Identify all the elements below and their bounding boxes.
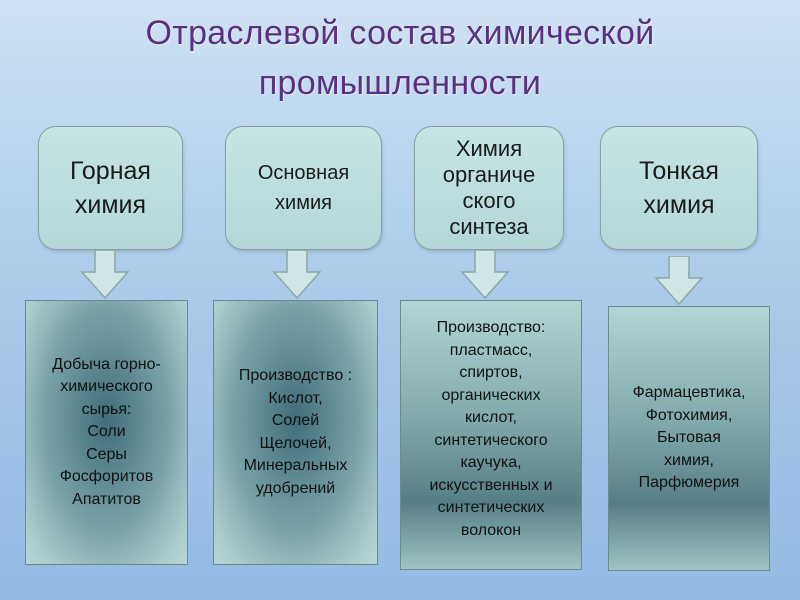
heading-line: химия [74, 191, 147, 219]
heading-line: химия [275, 192, 332, 214]
branch-details-fine-chemistry: Фармацевтика, Фотохимия, Бытовая химия, … [608, 306, 770, 571]
branch-heading-basic-chemistry: Основная химия [225, 126, 382, 250]
heading-line: синтеза [449, 214, 529, 239]
detail-line: волокон [460, 521, 522, 539]
branch-details-organic-synthesis: Производство: пластмасс, спиртов, органи… [400, 300, 582, 570]
detail-line: кислот, [465, 409, 517, 426]
branch-details-mining-chemistry: Добыча горно- химического сырья: Соли Се… [25, 300, 188, 565]
heading-line: Тонкая [639, 157, 719, 185]
branch-details-basic-chemistry: Производство : Кислот, Солей Щелочей, Ми… [213, 300, 378, 565]
detail-line: каучука, [460, 454, 522, 471]
detail-line: Производство : [238, 367, 353, 384]
detail-line: Производство: [436, 319, 546, 336]
detail-line: спиртов, [459, 364, 523, 381]
heading-line: органиче [442, 162, 536, 187]
detail-line: пластмасс, [449, 341, 533, 359]
detail-line: Фотохимия, [645, 406, 733, 424]
down-arrow-icon [80, 250, 130, 300]
heading-line: Основная [257, 162, 350, 184]
title-line-1: Отраслевой состав химической [145, 14, 655, 52]
detail-line: Соли [87, 423, 126, 441]
detail-line: Апатитов [72, 490, 141, 508]
detail-line: Серы [86, 445, 127, 463]
title-line-2: промышленности [258, 64, 542, 102]
slide-title: Отраслевой состав химической промышленно… [0, 8, 800, 108]
detail-line: Фармацевтика, [632, 384, 746, 402]
detail-line: синтетического [434, 431, 548, 449]
detail-line: Добыча горно- [52, 355, 161, 373]
detail-line: органических [441, 386, 541, 404]
detail-line: Щелочей, [259, 434, 332, 452]
detail-line: Минеральных [243, 457, 348, 474]
heading-line: ского [462, 188, 516, 213]
branch-heading-mining-chemistry: Горная химия [38, 126, 183, 250]
detail-line: удобрений [255, 479, 336, 497]
detail-line: искусственных и [429, 476, 553, 494]
detail-line: химия, [664, 451, 714, 469]
branch-heading-organic-synthesis: Химия органиче ского синтеза [414, 126, 564, 250]
branch-heading-fine-chemistry: Тонкая химия [600, 126, 758, 250]
down-arrow-icon [654, 256, 704, 306]
heading-line: Горная [70, 157, 151, 185]
detail-line: Кислот, [268, 389, 323, 407]
detail-line: сырья: [81, 400, 132, 418]
heading-line: химия [643, 191, 715, 219]
detail-line: Фосфоритов [59, 468, 154, 486]
detail-line: Парфюмерия [638, 474, 740, 492]
heading-line: Химия [455, 136, 523, 161]
down-arrow-icon [272, 250, 322, 300]
detail-line: Бытовая [657, 429, 721, 447]
detail-line: химического [60, 378, 153, 396]
down-arrow-icon [460, 250, 510, 300]
detail-line: Солей [271, 412, 320, 429]
detail-line: синтетических [437, 499, 545, 516]
